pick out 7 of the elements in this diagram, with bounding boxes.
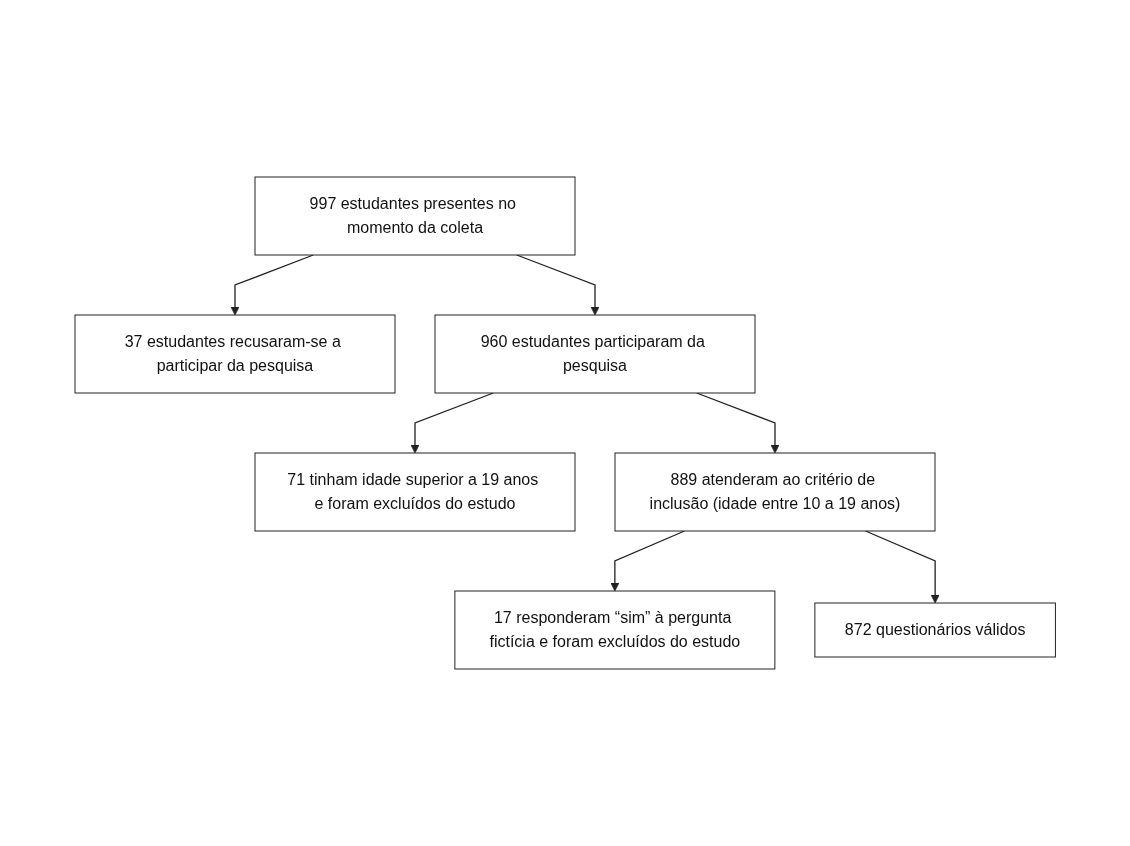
- node-box: 889 atenderam ao critério de inclusão (idade entre 10 a 19 anos): [614, 452, 936, 532]
- node-box: 997 estudantes presentes no momento da coleta: [254, 176, 576, 256]
- node-box: 960 estudantes participaram da pesquisa: [434, 314, 756, 394]
- node-box: 71 tinham idade superior a 19 anos e foram excluídos do estudo: [254, 452, 576, 532]
- node-box: 37 estudantes recusaram-se a participar da pesquisa: [74, 314, 396, 394]
- node-box: 17 responderam “sim” à pergunta fictícia e foram excluídos do estudo: [454, 590, 776, 670]
- node-box: 872 questionários válidos: [814, 602, 1056, 658]
